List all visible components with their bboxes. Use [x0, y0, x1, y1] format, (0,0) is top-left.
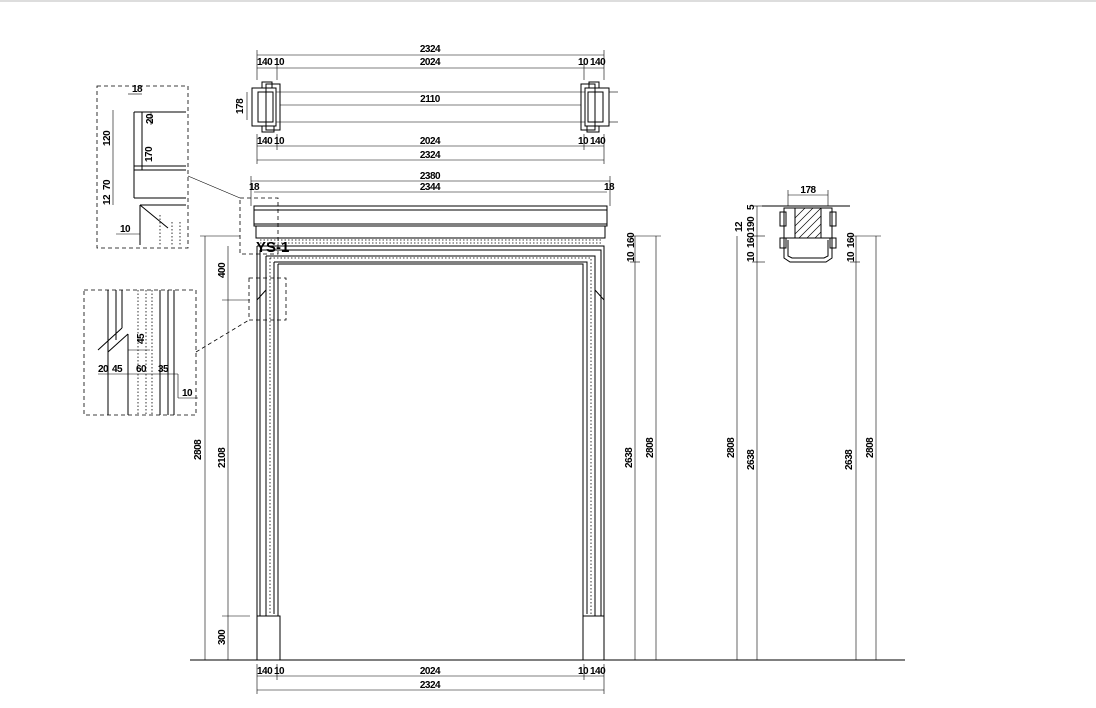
- leg-detail-45b: 45: [136, 333, 147, 344]
- leg-detail-35: 35: [158, 364, 169, 375]
- plan-top-right-b: 140: [590, 57, 606, 68]
- side-section: 178 5 190 12 10 160 2808 2638: [726, 185, 881, 660]
- side-r-top-b: 160: [846, 232, 857, 248]
- plan-inner-opening: 2110: [420, 94, 441, 105]
- plan-bot-total: 2324: [420, 150, 441, 161]
- side-r-total-height: 2808: [865, 437, 876, 458]
- leg-detail-60: 60: [136, 364, 147, 375]
- left-plinth: 300: [217, 629, 228, 645]
- leg-detail-45a: 45: [112, 364, 123, 375]
- plan-bot-left-b: 10: [274, 136, 285, 147]
- left-total-height: 2808: [193, 439, 204, 460]
- right-total-height: 2808: [645, 437, 656, 458]
- bottom-left-b: 10: [274, 666, 285, 677]
- left-leg: 2108: [217, 447, 228, 468]
- plan-top-mid: 2024: [420, 57, 441, 68]
- crown-detail-170: 170: [144, 146, 155, 162]
- detail-crown: 18 20 120 170 70 12 10: [96, 84, 189, 249]
- bottom-mid: 2024: [420, 666, 441, 677]
- crown-total: 2380: [420, 171, 441, 182]
- side-total-height: 2808: [726, 437, 737, 458]
- right-opening-height: 2638: [624, 447, 635, 468]
- plan-bot-right-a: 10: [578, 136, 589, 147]
- plan-bot-left-a: 140: [257, 136, 273, 147]
- plan-top-left-b: 10: [274, 57, 285, 68]
- leg-detail-20: 20: [98, 364, 109, 375]
- side-5: 5: [746, 204, 757, 210]
- detail-leg: 20 45 60 35 45 10: [83, 289, 198, 416]
- crown-detail-12: 12: [102, 194, 113, 205]
- right-top-a: 10: [626, 251, 637, 262]
- plan-depth: 178: [235, 98, 246, 114]
- bottom-right-a: 10: [578, 666, 589, 677]
- crown-right: 18: [604, 182, 615, 193]
- side-190: 190: [746, 216, 757, 232]
- plan-top-total: 2324: [420, 44, 441, 55]
- plan-bot-right-b: 140: [590, 136, 606, 147]
- side-10: 10: [746, 251, 757, 262]
- crown-detail-10: 10: [120, 224, 131, 235]
- crown-detail-20: 20: [145, 113, 156, 124]
- side-r-opening-height: 2638: [844, 449, 855, 470]
- crown-detail-70: 70: [102, 179, 113, 190]
- side-r-top-a: 10: [846, 251, 857, 262]
- left-head: 400: [217, 262, 228, 278]
- side-160: 160: [746, 232, 757, 248]
- crown-detail-120: 120: [102, 130, 113, 146]
- side-width: 178: [800, 185, 816, 196]
- front-elevation: 2380 2344 18 18 YS-1: [187, 171, 905, 694]
- elevation-label: YS-1: [256, 239, 289, 256]
- crown-detail-18: 18: [132, 84, 143, 95]
- side-opening-height: 2638: [746, 449, 757, 470]
- plan-bot-mid: 2024: [420, 136, 441, 147]
- side-12: 12: [734, 221, 745, 232]
- bottom-left-a: 140: [257, 666, 273, 677]
- hatch-pattern: [794, 207, 822, 239]
- plan-top-right-a: 10: [578, 57, 589, 68]
- crown-left: 18: [249, 182, 260, 193]
- crown-inner: 2344: [420, 182, 441, 193]
- bottom-total: 2324: [420, 680, 441, 691]
- plan-top-left-a: 140: [257, 57, 273, 68]
- bottom-right-b: 140: [590, 666, 606, 677]
- plan-view: 2324 140 10 2024 10 140 178 2110: [235, 44, 618, 164]
- right-top-b: 160: [626, 232, 637, 248]
- leg-detail-10: 10: [182, 388, 193, 399]
